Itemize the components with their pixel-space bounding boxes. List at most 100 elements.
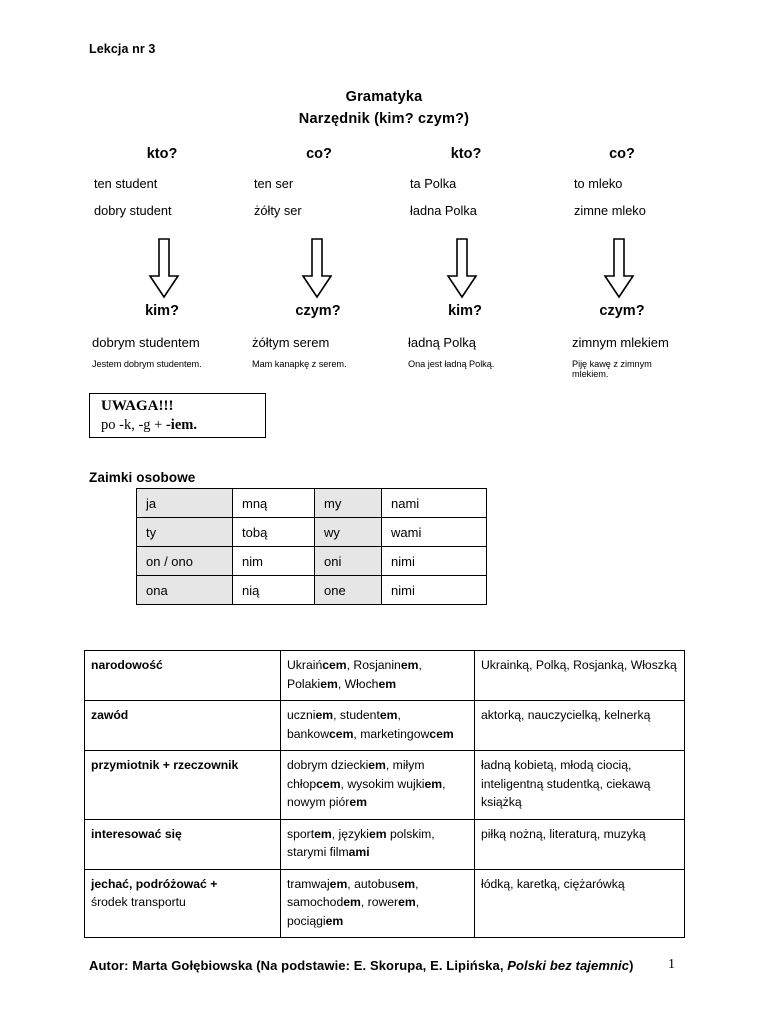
instrumental-singular: mną [232, 488, 315, 518]
column-2: co? [234, 146, 384, 176]
table-row: on / ono nim oni nimi [136, 546, 487, 576]
usage-table: narodowość Ukraińcem, Rosjaninem,Polakie… [84, 650, 685, 938]
pronouns-heading: Zaimki osobowe [89, 470, 196, 485]
instrumental-form: żółtym serem [252, 335, 330, 350]
note-rule-middle: -k, -g + [119, 417, 166, 433]
pronoun-plural: one [314, 575, 382, 605]
nominative-example-row-2: dobry student żółty ser ładna Polka zimn… [84, 203, 684, 230]
pronouns-table: ja mną my nami ty tobą wy wami on / ono … [136, 488, 487, 605]
nominative-example-row-1: ten student ten ser ta Polka to mleko [84, 176, 684, 203]
usage-masculine: Ukraińcem, Rosjaninem,Polakiem, Włochem [280, 650, 475, 701]
nominative-example: żółty ser [254, 203, 302, 218]
footer-text-before: Autor: Marta Gołębiowska (Na podstawie: … [89, 958, 508, 973]
usage-category: interesować się [84, 818, 281, 870]
usage-masculine: sportem, językiem polskim,starymi filmam… [280, 818, 475, 870]
instrumental-form-row: dobrym studentem żółtym serem ładną Polk… [84, 335, 684, 359]
instrumental-singular: nim [232, 546, 315, 576]
column-4: zimnym mlekiem [534, 335, 684, 359]
nominative-question: kto? [450, 146, 482, 162]
instrumental-question: czym? [599, 303, 645, 319]
instrumental-question-row: kim? czym? kim? czym? [84, 303, 684, 335]
footer-source-title: Polski bez tajemnic [507, 958, 630, 973]
column-1: dobry student [84, 203, 234, 230]
arrow-cell-1 [84, 238, 229, 300]
example-sentence: Ona jest ładną Polką. [408, 359, 495, 369]
example-sentence: Piję kawę z zimnym mlekiem. [572, 359, 652, 379]
note-heading: UWAGA!!! [101, 398, 174, 414]
note-rule-prefix: po [101, 417, 120, 433]
instrumental-plural: nimi [381, 546, 487, 576]
pronoun-plural: wy [314, 517, 382, 547]
usage-feminine: łódką, karetką, ciężarówką [474, 868, 685, 938]
nominative-example: to mleko [574, 176, 623, 191]
nominative-example: ładna Polka [410, 203, 477, 218]
nominative-example: ten student [94, 176, 158, 191]
nominative-example: dobry student [94, 203, 172, 218]
column-3: ładną Polką [384, 335, 534, 359]
column-3: Ona jest ładną Polką. [384, 359, 534, 379]
note-rule: po -k, -g + -iem. [101, 416, 265, 435]
usage-feminine: ładną kobietą, młodą ciocią, inteligentn… [474, 750, 685, 820]
usage-category: jechać, podróżować +środek transportu [84, 868, 281, 938]
column-3: ładna Polka [384, 203, 534, 230]
column-3: ta Polka [384, 176, 534, 203]
pronoun-plural: oni [314, 546, 382, 576]
note-rule-ending: -iem. [165, 417, 197, 433]
column-2: Mam kanapkę z serem. [234, 359, 384, 379]
column-2: czym? [234, 303, 384, 335]
page-number: 1 [668, 957, 675, 972]
footer-attribution: Autor: Marta Gołębiowska (Na podstawie: … [89, 958, 634, 973]
example-sentence: Mam kanapkę z serem. [252, 359, 347, 369]
column-1: ten student [84, 176, 234, 203]
column-4: Piję kawę z zimnym mlekiem. [534, 359, 684, 379]
column-1: kim? [84, 303, 234, 335]
nominative-example: zimne mleko [574, 203, 646, 218]
instrumental-columns: kim? czym? kim? czym? dobrym studentem ż… [84, 303, 684, 379]
usage-masculine: tramwajem, autobusem,samochodem, rowerem… [280, 868, 475, 938]
column-4: co? [534, 146, 684, 176]
pronoun-singular: ja [136, 488, 233, 518]
page-title: Gramatyka [345, 89, 423, 105]
instrumental-form: zimnym mlekiem [572, 335, 669, 350]
nominative-question: co? [609, 146, 635, 162]
instrumental-plural: nimi [381, 575, 487, 605]
column-4: czym? [534, 303, 684, 335]
usage-feminine: aktorką, nauczycielką, kelnerką [474, 700, 685, 751]
down-arrow-icon [148, 238, 179, 299]
arrow-row [84, 238, 684, 300]
nominative-example: ta Polka [410, 176, 457, 191]
column-1: dobrym studentem [84, 335, 234, 359]
usage-feminine: Ukrainką, Polką, Rosjanką, Włoszką [474, 650, 685, 701]
instrumental-question: kim? [145, 303, 179, 319]
down-arrow-icon [446, 238, 477, 299]
note-box: UWAGA!!! po -k, -g + -iem. [89, 393, 266, 438]
nominative-question: co? [306, 146, 332, 162]
usage-category: narodowość [84, 650, 281, 701]
column-2: żółtym serem [234, 335, 384, 359]
instrumental-singular: tobą [232, 517, 315, 547]
instrumental-singular: nią [232, 575, 315, 605]
column-2: ten ser [234, 176, 384, 203]
instrumental-plural: nami [381, 488, 487, 518]
down-arrow-icon [301, 238, 332, 299]
table-row: ona nią one nimi [136, 575, 487, 605]
usage-category: zawód [84, 700, 281, 751]
usage-feminine: piłką nożną, literaturą, muzyką [474, 818, 685, 870]
pronoun-singular: ona [136, 575, 233, 605]
table-row: interesować się sportem, językiem polski… [84, 818, 685, 870]
instrumental-form: dobrym studentem [92, 335, 200, 350]
usage-category: przymiotnik + rzeczownik [84, 750, 281, 820]
nominative-example: ten ser [254, 176, 294, 191]
nominative-question: kto? [146, 146, 178, 162]
nominative-question-row: kto? co? kto? co? [84, 146, 684, 176]
table-row: zawód uczniem, studentem,bankowcem, mark… [84, 700, 685, 751]
column-1: kto? [84, 146, 234, 176]
column-1: Jestem dobrym studentem. [84, 359, 234, 379]
pronoun-singular: on / ono [136, 546, 233, 576]
usage-masculine: uczniem, studentem,bankowcem, marketingo… [280, 700, 475, 751]
pronoun-plural: my [314, 488, 382, 518]
instrumental-question: czym? [295, 303, 341, 319]
instrumental-form: ładną Polką [408, 335, 476, 350]
